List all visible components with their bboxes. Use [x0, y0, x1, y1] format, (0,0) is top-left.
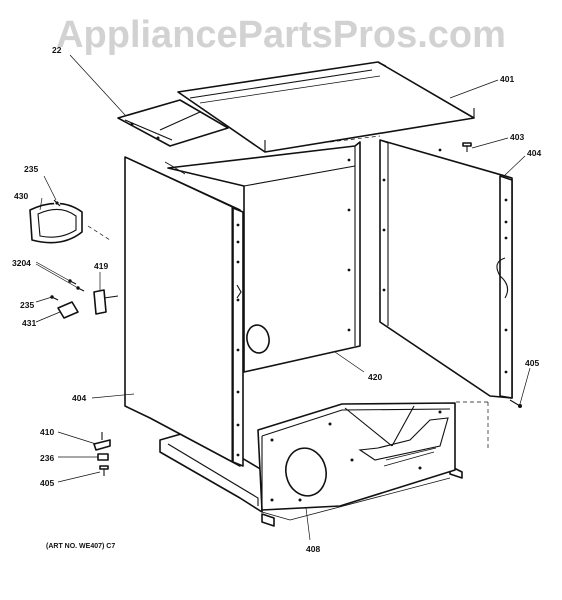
label-431: 431 [22, 318, 36, 328]
bracket-431 [57, 301, 79, 319]
screws-3204 [68, 279, 85, 292]
label-235-top: 235 [24, 164, 38, 174]
label-22x: 22 [52, 45, 62, 55]
label-401: 401 [500, 74, 514, 84]
art-number-note: (ART NO. WE407) C7 [46, 543, 115, 550]
top-cover [177, 61, 475, 153]
label-410: 410 [40, 427, 54, 437]
label-420: 420 [368, 372, 382, 382]
label-236: 236 [40, 453, 54, 463]
part-labels: 22 401 403 404 235 430 3204 419 235 431 … [12, 45, 541, 554]
screw-235-mid [50, 295, 59, 301]
leader-lines [35, 54, 531, 541]
front-lower-panel [257, 402, 456, 511]
rear-panel [167, 141, 361, 373]
screw-405-right [509, 399, 522, 408]
assembly-guides [87, 135, 490, 448]
label-405-left: 405 [40, 478, 54, 488]
nut-236 [97, 453, 109, 461]
left-side-panel [124, 156, 244, 467]
watermark: AppliancePartsPros.com [56, 14, 506, 56]
label-430: 430 [14, 191, 28, 201]
switch-419 [93, 289, 119, 315]
door-seal-430 [29, 202, 83, 244]
label-408: 408 [306, 544, 320, 554]
leg-410 [93, 432, 111, 451]
label-404-right: 404 [527, 148, 541, 158]
screw-405-left [99, 465, 109, 476]
label-235-mid: 235 [20, 300, 34, 310]
label-403: 403 [510, 132, 524, 142]
right-side-panel [379, 139, 513, 399]
top-bracket [117, 99, 229, 147]
label-3204: 3204 [12, 258, 31, 268]
screw-403 [462, 142, 472, 152]
label-405-right: 405 [525, 358, 539, 368]
label-419: 419 [94, 261, 108, 271]
label-404-left: 404 [72, 393, 86, 403]
screw-235-top [53, 199, 61, 207]
